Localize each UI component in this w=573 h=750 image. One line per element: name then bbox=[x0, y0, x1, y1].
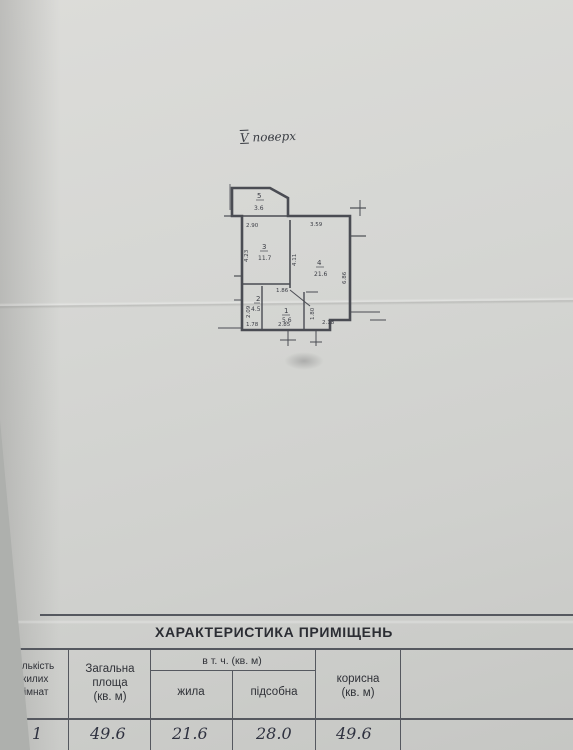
dim-2-09: 2.09 bbox=[246, 305, 252, 318]
floor-word: поверх bbox=[252, 129, 297, 145]
header-auxiliary: підсобна bbox=[250, 686, 298, 698]
header-rooms-line1: Кількість bbox=[13, 661, 55, 672]
dim-2-18: 2.18 bbox=[322, 320, 335, 326]
room-3-area: 11.7 bbox=[258, 255, 272, 262]
header-total-line1: Загальна bbox=[85, 663, 135, 675]
room-4-area: 21.6 bbox=[314, 271, 328, 278]
room-1-number: 1 bbox=[284, 307, 288, 315]
room-3-number: 3 bbox=[262, 243, 266, 251]
header-useful: корисна (кв. м) bbox=[318, 672, 398, 700]
paper-corner-fold bbox=[0, 420, 30, 750]
col-divider-1 bbox=[68, 648, 69, 750]
paper-crease-lower bbox=[0, 620, 573, 624]
room-5-area: 3.6 bbox=[254, 205, 264, 212]
dim-1-86: 1.86 bbox=[276, 288, 289, 294]
dim-4-23: 4.23 bbox=[244, 249, 250, 262]
dim-2-85: 2.85 bbox=[278, 322, 291, 328]
header-living: жила bbox=[177, 686, 205, 698]
col-divider-5 bbox=[400, 648, 401, 750]
ink-smudge bbox=[284, 352, 324, 370]
cell-total-area: 49.6 bbox=[90, 724, 126, 743]
header-useful-line2: (кв. м) bbox=[341, 687, 375, 699]
header-total-area: Загальна площа (кв. м) bbox=[72, 662, 148, 704]
table-body-line bbox=[0, 718, 573, 720]
room-5-number: 5 bbox=[257, 192, 261, 200]
cell-rooms: 1 bbox=[32, 724, 43, 743]
col-divider-3 bbox=[232, 670, 233, 750]
table-top-line bbox=[40, 614, 573, 616]
dim-1-80: 1.80 bbox=[310, 307, 316, 320]
col-divider-4 bbox=[315, 648, 316, 750]
room-1-area: 5.6 bbox=[282, 317, 292, 324]
outer-wall bbox=[230, 186, 352, 332]
floor-number: V bbox=[239, 130, 249, 145]
floor-plan: 5 3.6 3 11.7 4 21.6 2 4.5 1 5.6 2.90 3.5… bbox=[218, 184, 386, 346]
dim-1-78: 1.78 bbox=[246, 322, 259, 328]
dim-3-59: 3.59 bbox=[310, 222, 323, 228]
header-total-line3: (кв. м) bbox=[93, 691, 127, 703]
header-total-line2: площа bbox=[92, 677, 128, 689]
header-rooms-line2: жилих bbox=[19, 674, 49, 685]
table-header-line bbox=[0, 648, 573, 650]
dim-6-86: 6.86 bbox=[342, 271, 348, 284]
room-2-number: 2 bbox=[256, 295, 260, 303]
header-rooms: Кількість жилих кімнат bbox=[2, 660, 66, 699]
room-4-number: 4 bbox=[317, 259, 322, 267]
header-rooms-line3: кімнат bbox=[19, 687, 49, 698]
floor-label: V поверх bbox=[240, 129, 296, 145]
room-2-area: 4.5 bbox=[251, 306, 261, 313]
header-including: в т. ч. (кв. м) bbox=[202, 655, 262, 667]
cell-auxiliary: 28.0 bbox=[256, 724, 292, 743]
cell-useful: 49.6 bbox=[336, 724, 372, 743]
cell-living: 21.6 bbox=[172, 724, 208, 743]
wall-diagonal bbox=[289, 289, 311, 307]
dim-4-11: 4.11 bbox=[292, 254, 298, 266]
col-divider-2 bbox=[150, 648, 151, 750]
dim-2-90: 2.90 bbox=[246, 223, 259, 229]
table-title: ХАРАКТЕРИСТИКА ПРИМІЩЕНЬ bbox=[155, 624, 393, 640]
header-useful-line1: корисна bbox=[336, 673, 380, 685]
